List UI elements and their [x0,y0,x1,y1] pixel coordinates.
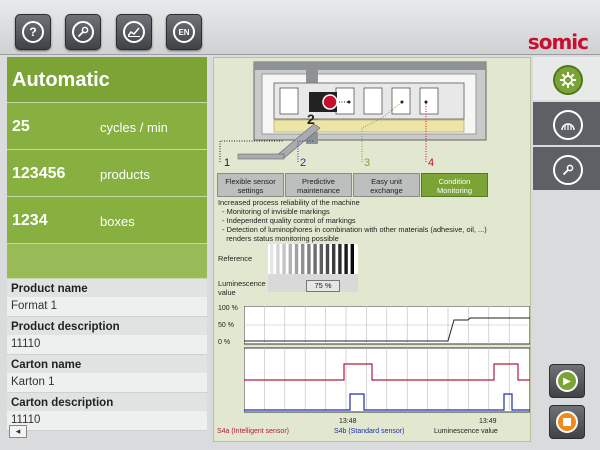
reference-bar [332,244,336,274]
reference-bar [294,244,299,274]
reference-bar [307,244,311,274]
machine-diagram: 2 1 2 3 4 [219,61,487,169]
feature-description: Increased process reliability of the mac… [218,198,528,243]
carton-description-value: 11110 [7,411,207,431]
gauge-icon [553,110,583,140]
reference-bar [270,244,274,274]
description-line: - Monitoring of invisible markings [218,207,330,216]
tab-predictive-maintenance[interactable]: Predictive maintenance [285,173,352,197]
stop-button[interactable] [549,405,585,439]
wrench-icon [72,21,94,43]
help-button[interactable]: ? [15,14,51,50]
callout-3: 3 [364,157,370,169]
reference-bar [319,244,323,274]
description-line: renders status monitoring possible [218,234,339,243]
y-tick-0: 0 % [218,339,231,346]
cycles-row: 25 cycles / min [7,103,207,150]
sensor-icon [322,94,338,110]
mode-title: Automatic [12,69,110,91]
language-button[interactable]: EN [166,14,202,50]
top-bar: ? EN somic [0,0,600,55]
reference-bar [338,244,342,274]
carton-name-value: Karton 1 [7,373,207,393]
callout-4: 4 [428,157,434,169]
reference-bar [350,244,354,274]
products-unit: products [100,167,150,182]
tab-flexible-sensor-settings[interactable]: Flexible sensor settings [217,173,284,197]
nav-item-service[interactable] [533,147,600,192]
tab-easy-unit-exchange[interactable]: Easy unit exchange [353,173,420,197]
mode-display: Automatic [7,57,207,103]
time-label-1: 13:48 [339,418,357,425]
status-panel: Automatic 25 cycles / min 123456 product… [7,57,207,431]
start-button[interactable]: ▶ [549,364,585,398]
y-tick-50: 50 % [218,322,234,329]
s4a-trace [244,363,530,381]
language-icon: EN [173,21,195,43]
chart-icon [123,21,145,43]
product-info: Product name Format 1 Product descriptio… [7,279,207,431]
stop-icon [556,411,578,433]
product-description-value: 11110 [7,335,207,355]
help-icon: ? [22,21,44,43]
nav-item-machine[interactable] [533,57,600,102]
boxes-unit: boxes [100,214,135,229]
product-name-value: Format 1 [7,297,207,317]
legend-s4a: S4a (Intelligent sensor) [217,428,289,435]
carton-name-label: Carton name [7,355,207,373]
cycles-value: 25 [12,118,30,135]
luminescence-trace [244,317,530,342]
reference-bar [344,244,348,274]
tab-condition-monitoring[interactable]: Condition Monitoring [421,173,488,197]
empty-row [7,244,207,279]
product-name-label: Product name [7,279,207,297]
boxes-value: 1234 [12,212,48,229]
product-description-label: Product description [7,317,207,335]
callout-1: 1 [224,157,230,169]
luminescence-percent: 75 % [306,280,340,292]
description-line: Increased process reliability of the mac… [218,198,360,207]
service-button[interactable] [65,14,101,50]
reference-bar [301,244,305,274]
reference-bar [276,244,280,274]
wrench-icon [553,155,583,185]
cycles-unit: cycles / min [100,120,168,135]
monitoring-chart [244,306,530,413]
legend-luminescence: Luminescence value [434,428,498,435]
luminescence-label: Luminescence value [218,279,266,297]
description-line: - Independent quality control of marking… [218,216,356,225]
play-icon: ▶ [556,370,578,392]
machine-mark: 2 [307,111,315,127]
back-button[interactable]: ◂ [9,425,27,438]
callout-2: 2 [300,157,306,169]
carton-description-label: Carton description [7,393,207,411]
statistics-button[interactable] [116,14,152,50]
description-line: - Detection of luminophores in combinati… [218,225,487,234]
s4b-trace [244,393,530,411]
nav-item-performance[interactable] [533,102,600,147]
reference-label: Reference [218,254,253,263]
condition-monitoring-panel: 2 1 2 3 4 Flexible sensor settings Predi… [213,57,531,442]
reference-bar [282,244,286,274]
reference-bar [313,244,317,274]
legend-s4b: S4b (Standard sensor) [334,428,405,435]
boxes-row: 1234 boxes [7,197,207,244]
products-row: 123456 products [7,150,207,197]
gear-icon [553,65,583,95]
products-value: 123456 [12,165,66,182]
time-label-2: 13:49 [479,418,497,425]
reference-bar [325,244,330,274]
right-nav [533,57,600,192]
y-tick-100: 100 % [218,305,238,312]
brand-logo: somic [527,30,589,54]
reference-bar [288,244,292,274]
